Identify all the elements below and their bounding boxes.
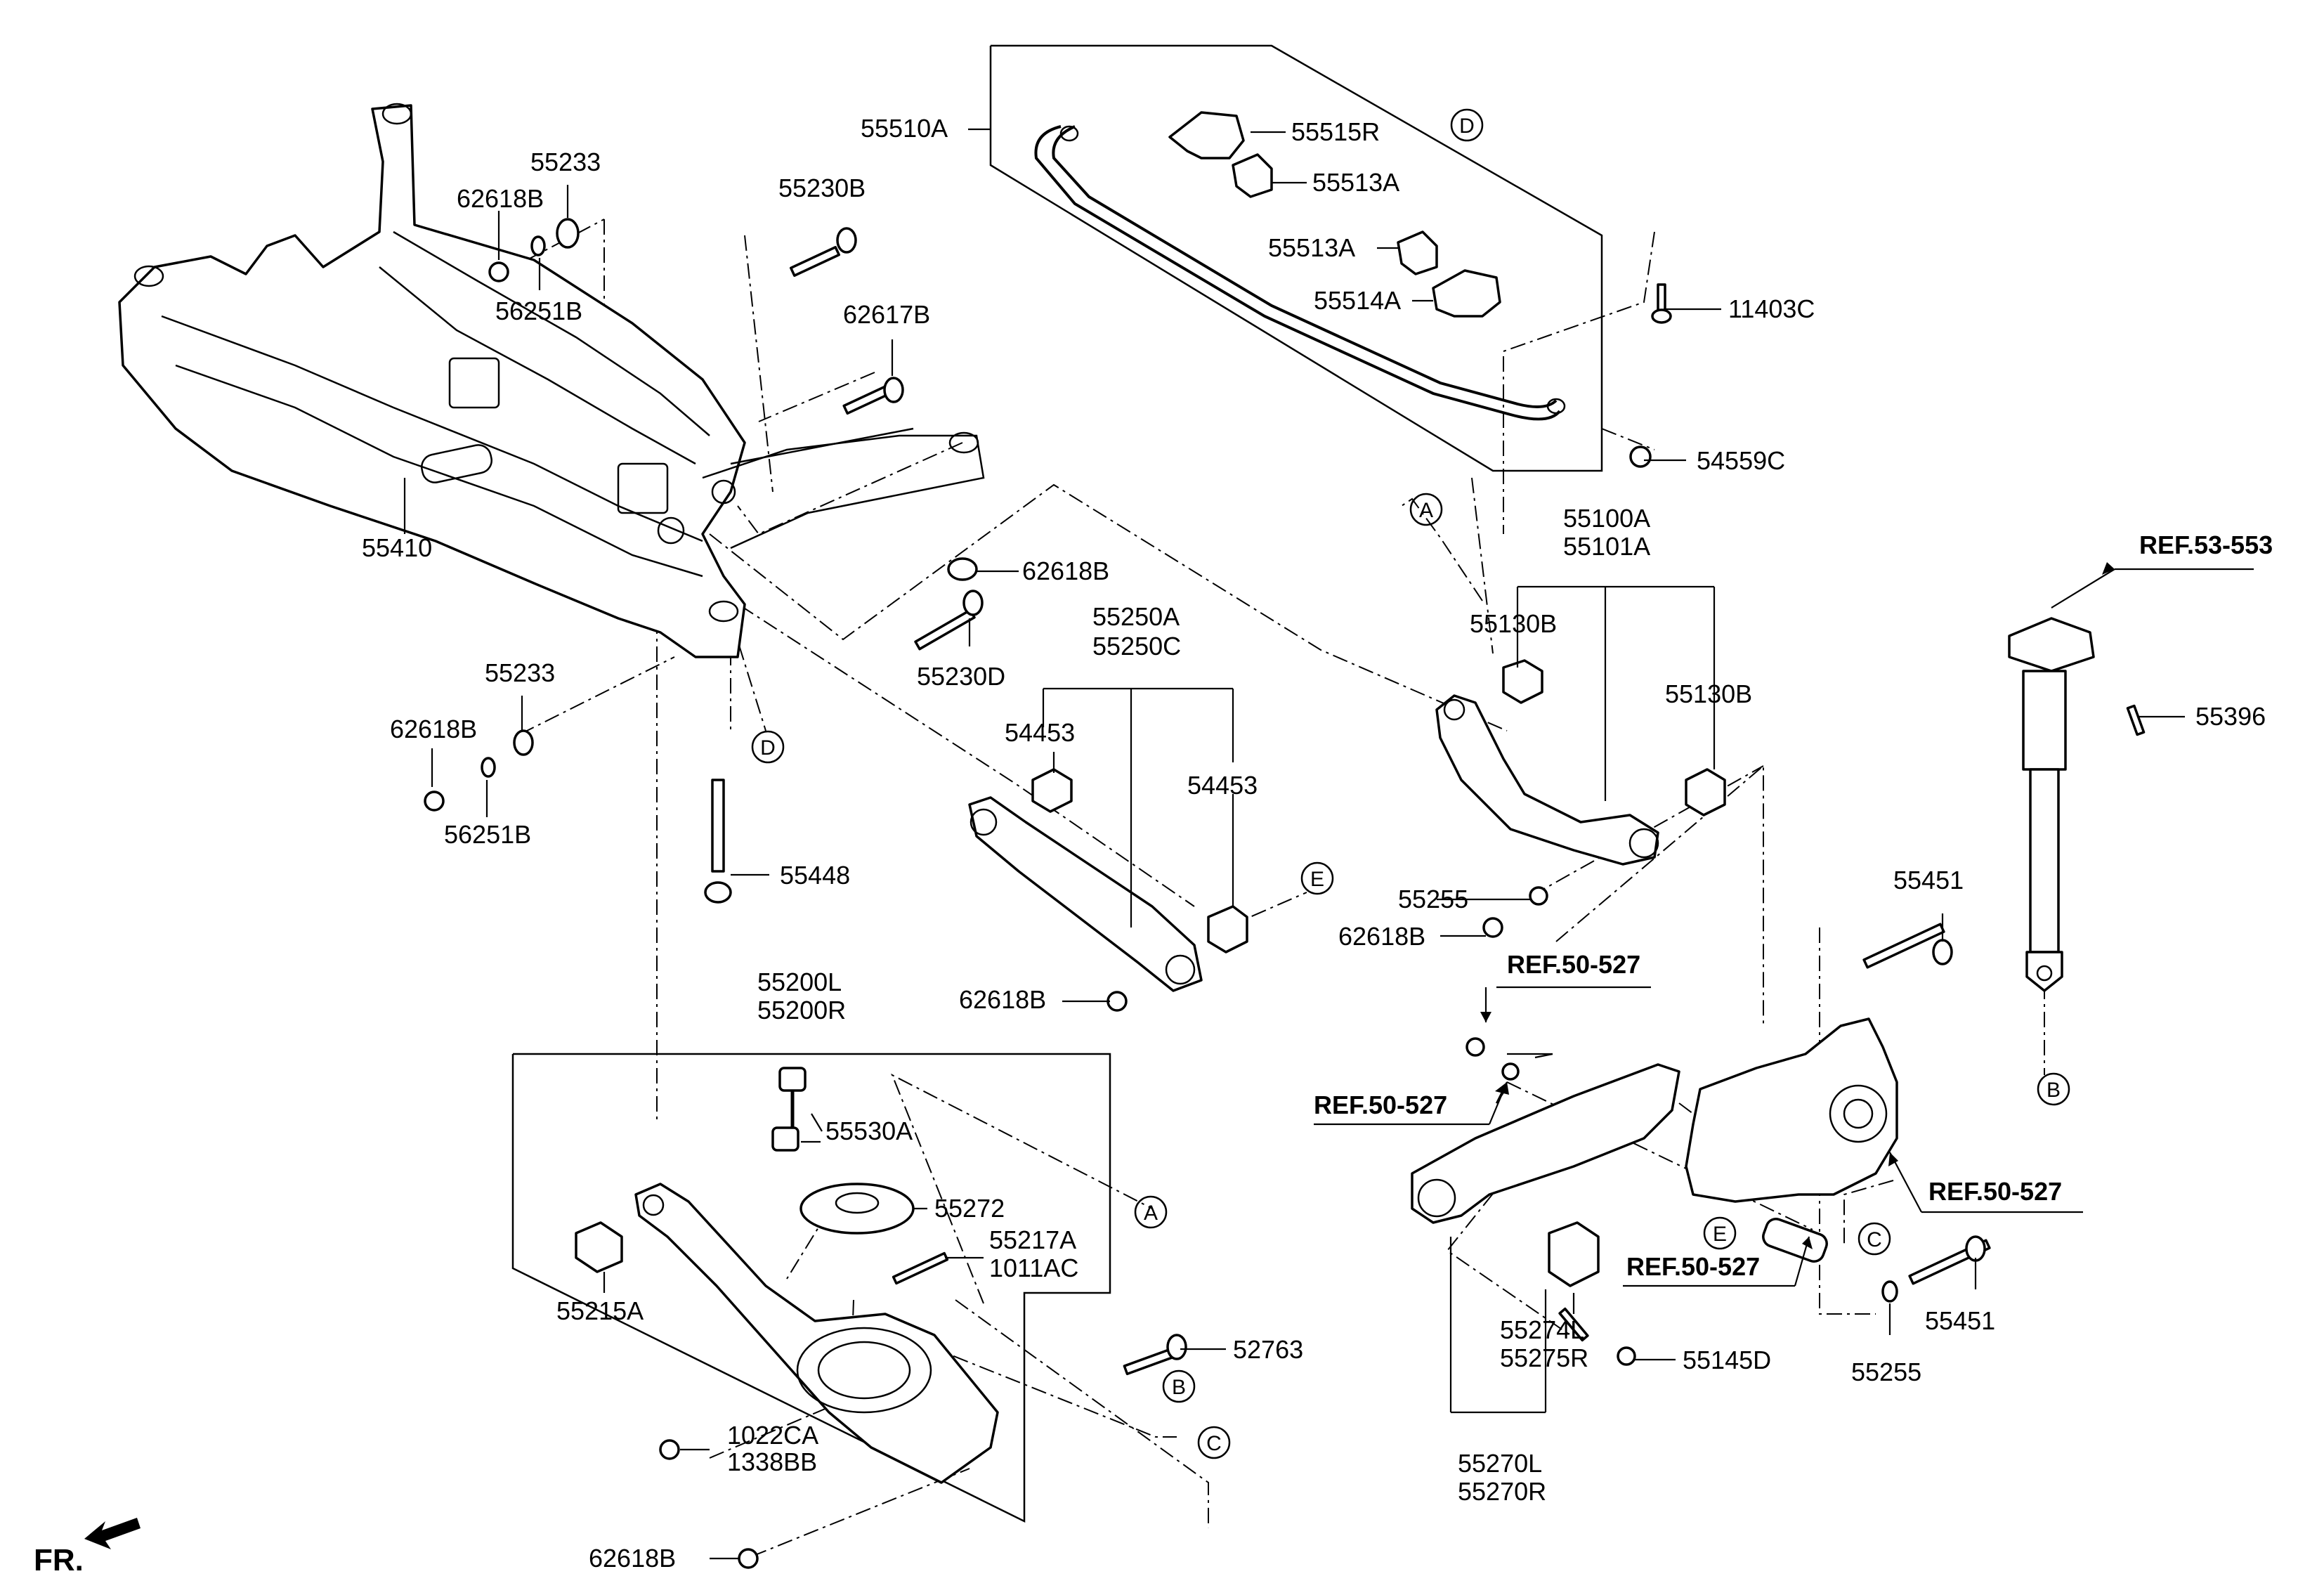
label-55410: 55410 xyxy=(362,533,432,562)
ref-50-527-top: REF.50-527 xyxy=(1507,950,1640,979)
label-55130B-right: 55130B xyxy=(1665,679,1752,708)
shock-absorber xyxy=(2008,617,2095,992)
label-55513A-lower: 55513A xyxy=(1268,233,1355,262)
label-55200L: 55200L xyxy=(757,968,842,996)
label-55396: 55396 xyxy=(2195,702,2266,731)
front-arrow-icon xyxy=(84,1518,141,1549)
label-55448: 55448 xyxy=(780,861,850,890)
label-55215A: 55215A xyxy=(556,1296,644,1325)
label-55515R: 55515R xyxy=(1291,117,1380,146)
label-54453-left: 54453 xyxy=(1005,718,1075,747)
label-55250A: 55250A xyxy=(1092,602,1180,631)
label-62618B-left: 62618B xyxy=(390,715,477,743)
part-labels: 55410 55233 62618B 56251B 55230B 62617B … xyxy=(362,114,2266,1573)
callout-D-low-text: D xyxy=(760,736,776,760)
label-62618B-arm: 62618B xyxy=(959,985,1046,1014)
label-55230D: 55230D xyxy=(917,662,1005,691)
callout-C-right-text: C xyxy=(1867,1228,1882,1251)
label-62618B-top: 62618B xyxy=(457,184,544,213)
label-55145D: 55145D xyxy=(1683,1346,1771,1374)
label-55270R: 55270R xyxy=(1458,1477,1546,1506)
callout-B-low-text: B xyxy=(1172,1376,1186,1399)
label-62617B: 62617B xyxy=(843,300,930,329)
rear-subframe xyxy=(118,103,985,658)
label-11403C: 11403C xyxy=(1728,294,1815,323)
group-frames xyxy=(511,44,1603,1523)
upper-control-arm-55100 xyxy=(1435,659,1726,866)
callout-D-low: D xyxy=(751,730,785,764)
callout-C-low-text: C xyxy=(1206,1432,1222,1455)
ref-arrows xyxy=(1480,562,2115,1249)
label-55514A: 55514A xyxy=(1314,286,1401,315)
label-55130B-left: 55130B xyxy=(1470,609,1557,638)
assist-arm-55270 xyxy=(1411,1063,1680,1287)
label-56251B-left: 56251B xyxy=(444,820,531,849)
callout-A-low-text: A xyxy=(1144,1202,1158,1225)
connector-lines xyxy=(519,219,2045,1557)
label-55230B: 55230B xyxy=(778,174,866,202)
leader-lines xyxy=(403,131,2254,1560)
callout-A-mid-text: A xyxy=(1419,499,1433,522)
callout-A-mid: A xyxy=(1409,493,1443,526)
callout-C-right: C xyxy=(1858,1222,1891,1256)
callout-C-low: C xyxy=(1197,1426,1231,1459)
callout-E-low-text: E xyxy=(1713,1223,1727,1246)
callout-E-low: E xyxy=(1703,1216,1737,1250)
label-55255-upper: 55255 xyxy=(1398,885,1468,913)
label-1338BB: 1338BB xyxy=(727,1447,817,1476)
callout-B-low: B xyxy=(1162,1369,1196,1403)
label-1022CA: 1022CA xyxy=(727,1421,818,1450)
callout-B-right: B xyxy=(2037,1072,2070,1106)
label-55451-lower: 55451 xyxy=(1925,1306,1995,1335)
label-55270L: 55270L xyxy=(1458,1449,1542,1478)
reference-labels: REF.53-553 REF.50-527 REF.50-527 REF.50-… xyxy=(1314,531,2273,1281)
label-55233-left: 55233 xyxy=(485,658,555,687)
callout-E-top: E xyxy=(1300,861,1334,895)
label-55275R: 55275R xyxy=(1500,1343,1588,1372)
label-62618B-mid: 62618B xyxy=(1022,557,1109,585)
callout-E-top-text: E xyxy=(1310,868,1324,891)
label-55233-top: 55233 xyxy=(530,148,601,176)
fasteners xyxy=(424,218,2146,1569)
label-55530A: 55530A xyxy=(825,1117,913,1145)
stabilizer-bushings xyxy=(1168,111,1501,318)
label-55101A: 55101A xyxy=(1563,532,1650,561)
callout-D-top: D xyxy=(1450,108,1484,142)
label-1011AC: 1011AC xyxy=(989,1254,1078,1282)
label-56251B-top: 56251B xyxy=(495,297,582,325)
label-55451-upper: 55451 xyxy=(1893,866,1964,894)
rear-knuckle xyxy=(1685,1017,1898,1263)
ref-53-553: REF.53-553 xyxy=(2139,531,2273,559)
front-label: FR. xyxy=(34,1543,84,1577)
stabilizer-bar xyxy=(1034,125,1566,421)
label-55200R: 55200R xyxy=(757,996,846,1024)
label-55255-lower: 55255 xyxy=(1851,1358,1921,1386)
label-55510A: 55510A xyxy=(861,114,948,143)
front-direction-indicator: FR. xyxy=(34,1518,141,1577)
label-52763: 52763 xyxy=(1233,1335,1303,1364)
ref-50-527-right: REF.50-527 xyxy=(1928,1177,2062,1206)
label-62618B-upper: 62618B xyxy=(1338,922,1425,951)
callout-circles: D A D E A B C E C B xyxy=(751,108,2070,1459)
lower-control-arm-55250 xyxy=(968,768,1248,992)
label-62618B-bottom: 62618B xyxy=(589,1544,676,1573)
label-55250C: 55250C xyxy=(1092,632,1181,660)
ref-50-527-left: REF.50-527 xyxy=(1314,1091,1447,1119)
label-55100A: 55100A xyxy=(1563,504,1650,533)
callout-A-low: A xyxy=(1134,1195,1168,1229)
label-55272: 55272 xyxy=(934,1194,1005,1223)
label-55513A-upper: 55513A xyxy=(1312,168,1399,197)
label-54559C: 54559C xyxy=(1697,446,1785,475)
label-54453-right: 54453 xyxy=(1187,771,1258,800)
ref-50-527-bottom: REF.50-527 xyxy=(1626,1252,1760,1281)
callout-D-top-text: D xyxy=(1459,115,1475,138)
lower-arm-55200 xyxy=(575,1183,999,1484)
label-55217A: 55217A xyxy=(989,1225,1076,1254)
callout-B-right-text: B xyxy=(2046,1079,2061,1102)
label-55274L: 55274L xyxy=(1500,1315,1584,1344)
stabilizer-link xyxy=(771,1067,807,1152)
